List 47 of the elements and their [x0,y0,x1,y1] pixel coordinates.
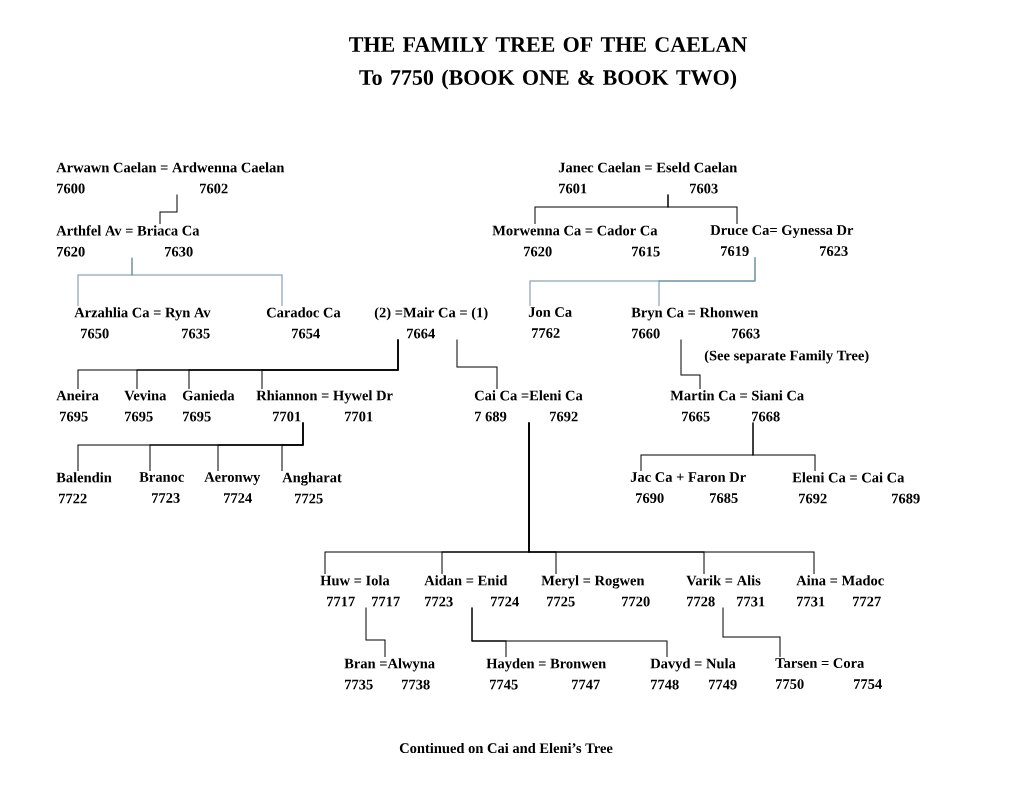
family-entry: Ganieda 7695 [182,390,235,422]
family-entry: Rhiannon = Hywel Dr 7701 7701 [256,390,393,422]
family-entry: Bran =Alwyna 7735 7738 [344,658,435,690]
caption: Continued on Cai and Eleni’s Tree [399,742,613,754]
family-entry: Huw = Iola 7717 7717 [320,575,400,607]
family-entry: Bryn Ca = Rhonwen 7660 7663 [631,307,760,339]
family-entry: Caradoc Ca 7654 [266,307,341,339]
tree-line [281,422,304,472]
tree-line [722,607,781,658]
family-entry: Tarsen = Cora 7750 7754 [775,658,882,689]
tree-line [456,339,498,390]
tree-line [365,606,386,658]
family-entry: Hayden = Bronwen 7745 7747 [486,658,606,690]
tree-line [471,607,668,658]
tree-line [261,339,399,390]
family-entry: Davyd = Nula 7748 7749 [650,658,737,690]
family-entry: Aidan = Enid 7723 7724 [424,575,519,607]
family-entry: Janec Caelan = Eseld Caelan 7601 7603 [558,162,738,194]
tree-line [752,422,816,472]
family-entry: Jac Ca + Faron Dr 7690 7685 [630,472,746,503]
family-entry: Angharat 7725 [282,472,342,504]
family-entry: Aina = Madoc 7731 7727 [796,575,884,607]
family-entry: Martin Ca = Siani Ca 7665 7668 [670,390,804,422]
family-entry: Arthfel Av = Briaca Ca 7620 7630 [56,225,200,257]
family-entry: Arwawn Caelan = Ardwenna Caelan 7600 7602 [56,162,285,194]
family-entry: Meryl = Rogwen 7725 7720 [541,575,650,607]
family-entry: (2) =Mair Ca = (1) 7664 [374,307,488,339]
tree-line [667,194,738,225]
tree-line [131,257,283,307]
family-entry: Druce Ca= Gynessa Dr 7619 7623 [710,225,854,256]
tree-line [528,422,815,575]
family-entry: Varik = Alis 7728 7731 [686,575,765,607]
title: THE FAMILY TREE OF THE CAELAN To 7750 (BOOK ONE & BOOK TWO) [349,37,747,90]
tree-line [159,194,178,225]
family-entry: Balendin 7722 [56,472,112,504]
family-entry: Aneira 7695 [56,390,99,422]
tree-line [680,339,701,390]
family-entry: Aeronwy 7724 [204,472,261,503]
family-entry: Morwenna Ca = Cador Ca 7620 7615 [492,225,660,257]
tree-line [658,256,756,307]
family-entry: Eleni Ca = Cai Ca 7692 7689 [792,472,920,504]
family-entry: Branoc 7723 [139,472,184,503]
note: (See separate Family Tree) [704,350,869,364]
family-entry: Jon Ca 7762 [528,307,572,338]
family-entry: Cai Ca =Eleni Ca 7 689 7692 [474,390,583,422]
family-entry: Arzahlia Ca = Ryn Av 7650 7635 [74,307,211,339]
family-entry: Vevina 7695 [124,390,167,422]
